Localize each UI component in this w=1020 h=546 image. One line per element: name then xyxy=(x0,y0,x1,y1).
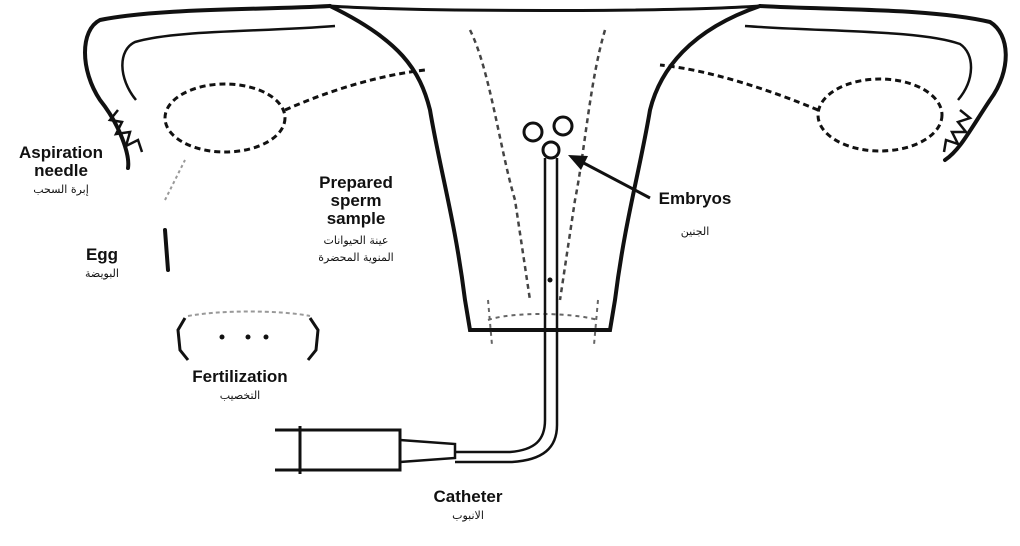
fertilization-ar: التخصيب xyxy=(180,390,300,402)
left-fallopian-tube xyxy=(85,6,330,168)
syringe-body xyxy=(275,426,400,474)
aspiration-needle-label: Aspiration needle إبرة السحب xyxy=(2,144,120,195)
egg-label: Egg البويضة xyxy=(72,246,132,279)
prepared-sperm-label: Prepared sperm sample عينة الحيوانات الم… xyxy=(298,174,414,267)
syringe-nozzle xyxy=(400,440,455,462)
embryo-1 xyxy=(524,123,542,141)
dish-dot-1 xyxy=(220,335,225,340)
catheter-tube xyxy=(455,158,557,462)
catheter-ar: الانبوب xyxy=(418,510,518,522)
catheter-label: Catheter الانبوب xyxy=(418,488,518,521)
left-ovarian-ligament xyxy=(285,70,425,110)
embryos-en: Embryos xyxy=(648,190,742,208)
dish-rim xyxy=(188,312,310,317)
uterus-fundus xyxy=(330,6,760,11)
aspiration-needle-en: Aspiration needle xyxy=(2,144,120,180)
embryos-label: Embryos الجنين xyxy=(648,190,742,237)
left-ovary xyxy=(165,84,285,152)
cervix-outline xyxy=(488,300,598,345)
aspiration-needle-ar: إبرة السحب xyxy=(2,184,120,196)
catheter-en: Catheter xyxy=(418,488,518,506)
dish-dot-2 xyxy=(246,335,251,340)
fertilization-label: Fertilization التخصيب xyxy=(180,368,300,401)
prepared-sperm-ar: عينة الحيوانات المنوية المحضرة xyxy=(298,232,414,267)
egg-ar: البويضة xyxy=(72,268,132,280)
right-ovarian-ligament xyxy=(660,65,818,110)
embryo-2 xyxy=(554,117,572,135)
right-fimbriae xyxy=(944,110,970,152)
right-ovary xyxy=(818,79,942,151)
catheter-marker xyxy=(548,278,553,283)
dish-dot-3 xyxy=(264,335,269,340)
fertilization-en: Fertilization xyxy=(180,368,300,386)
egg-en: Egg xyxy=(72,246,132,264)
right-tube-inner xyxy=(745,26,971,100)
prepared-sperm-en: Prepared sperm sample xyxy=(298,174,414,228)
embryos-ar: الجنين xyxy=(648,226,742,238)
embryo-3 xyxy=(543,142,559,158)
aspiration-needle xyxy=(165,230,168,270)
aspiration-needle-dashes xyxy=(165,160,185,200)
left-tube-inner xyxy=(122,26,335,100)
